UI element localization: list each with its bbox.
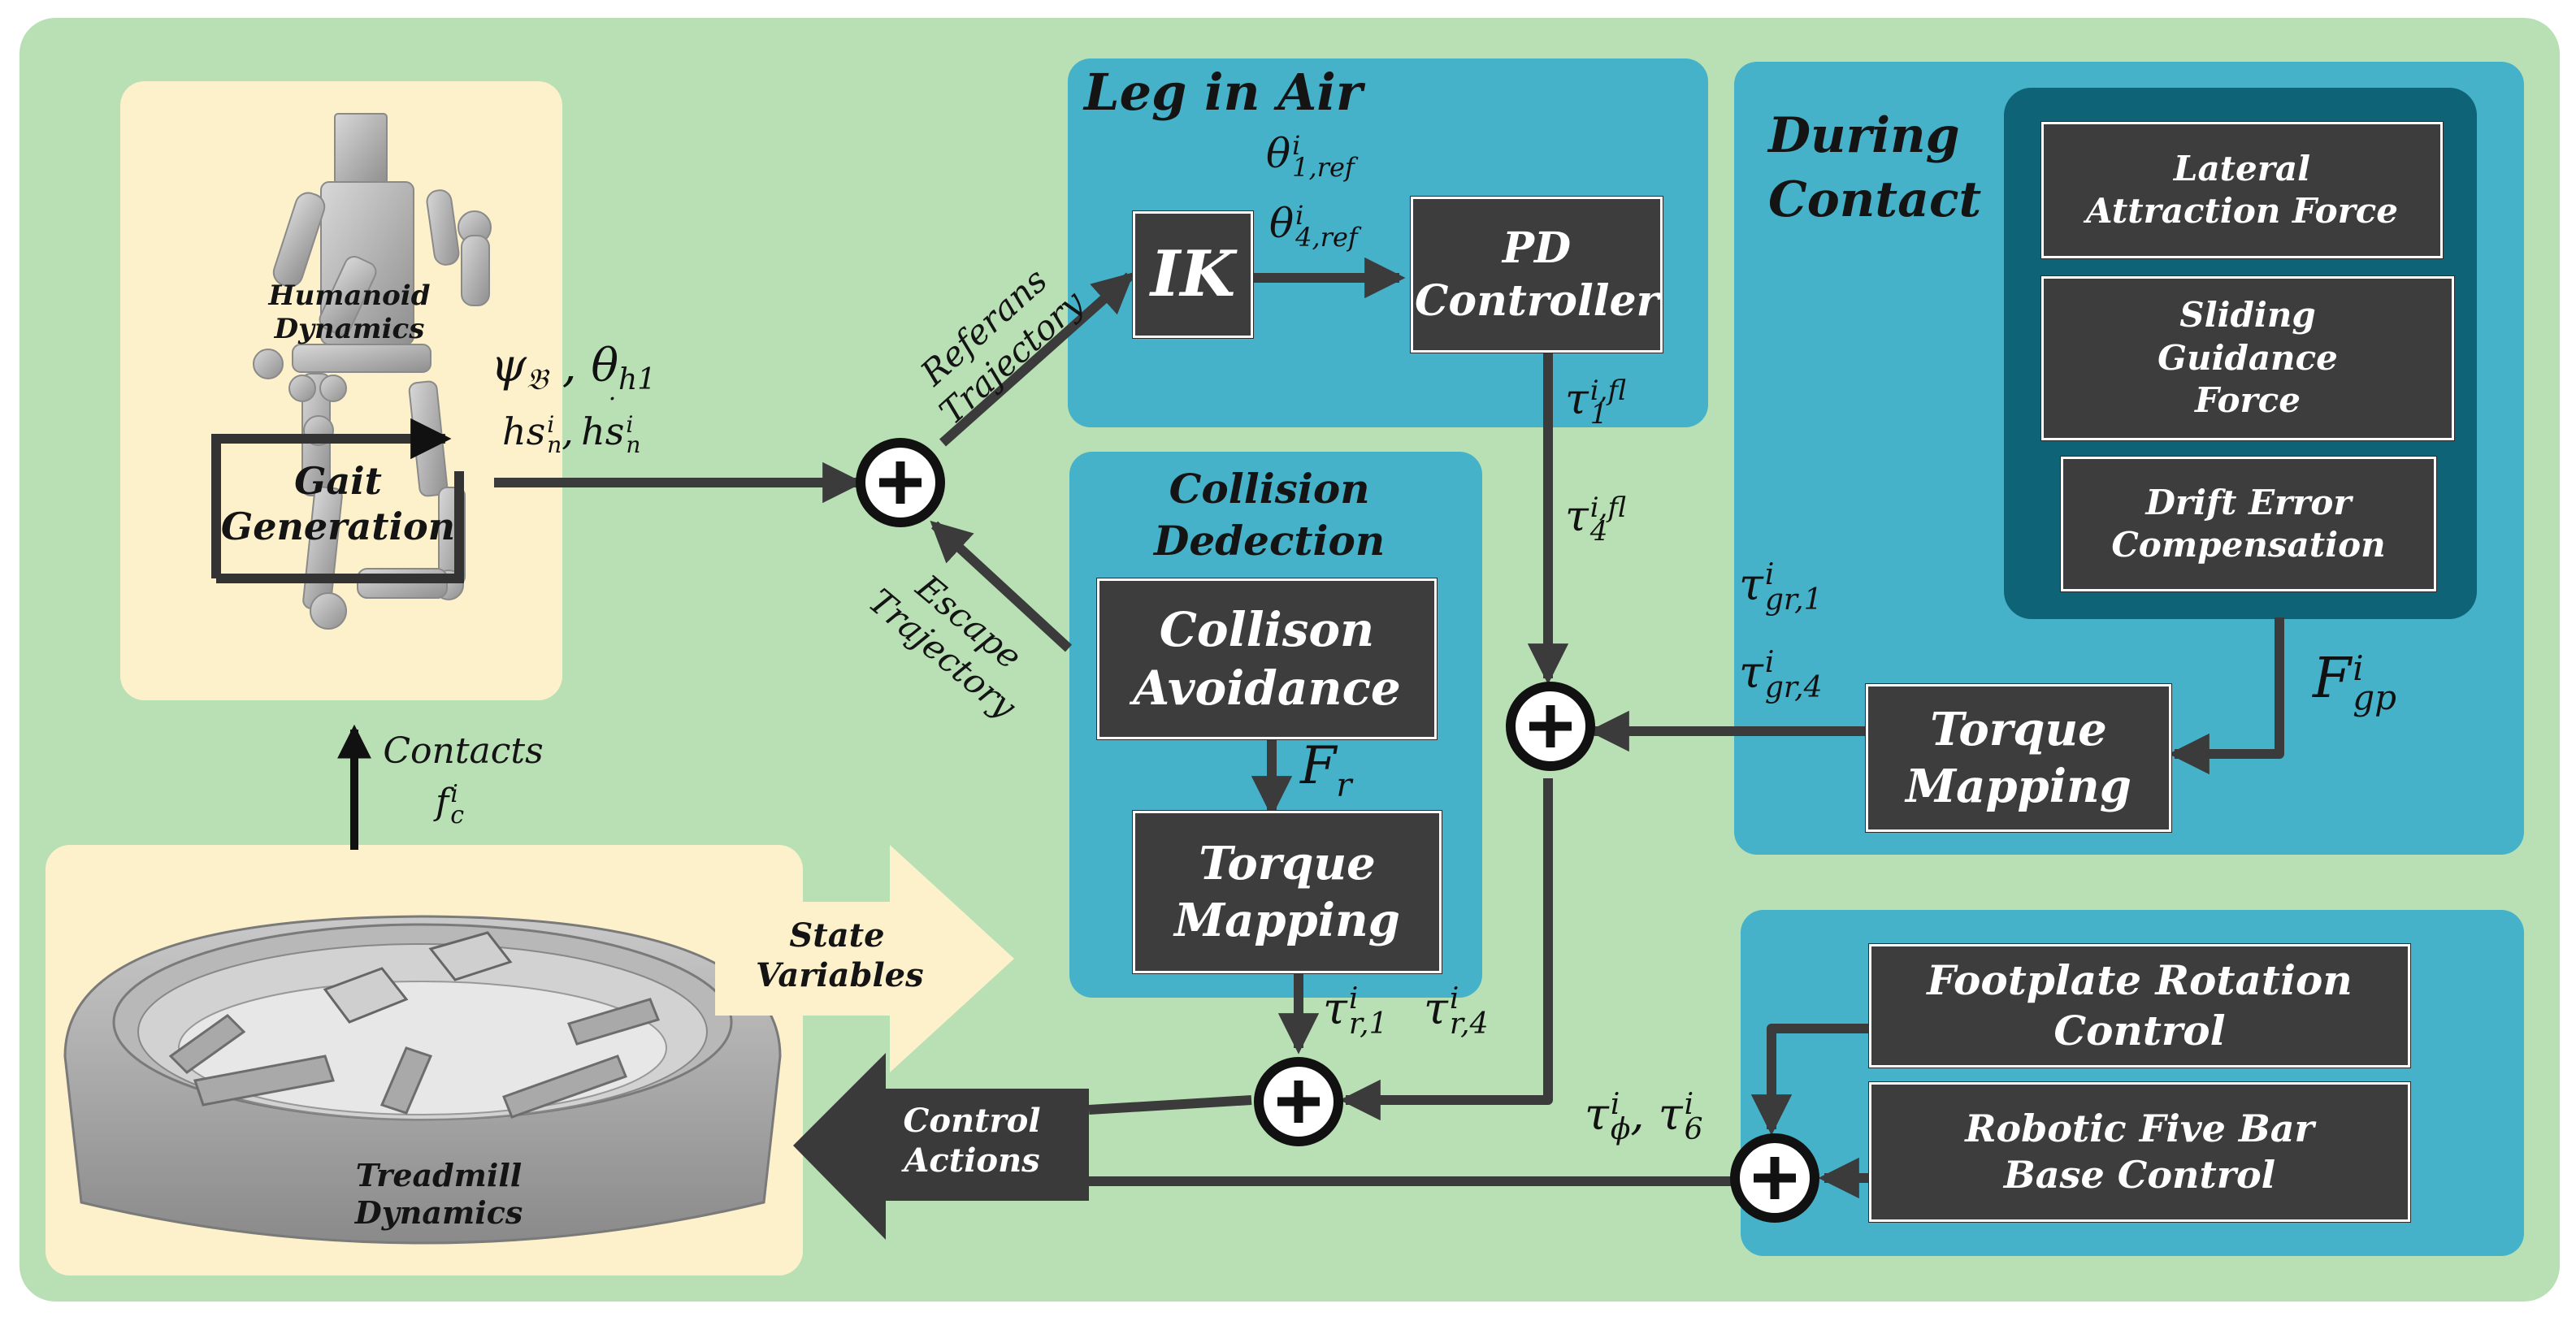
state-variables-arrow bbox=[715, 845, 1014, 1072]
treadmill-illustration bbox=[63, 915, 782, 1245]
escape-trajectory-arrow bbox=[930, 520, 1073, 652]
ik-block: IK bbox=[1133, 211, 1253, 338]
pd-controller-block: PD Controller bbox=[1411, 197, 1663, 353]
forces-to-torque-mapping-arrow bbox=[2168, 617, 2284, 775]
summing-junction-2 bbox=[1506, 682, 1595, 771]
leg-in-air-title: Leg in Air bbox=[1084, 63, 1363, 122]
psi-theta-label: ψ𝔅 , θh1 bbox=[491, 340, 657, 396]
state-variables-label: State Variables bbox=[756, 916, 924, 994]
drift-error-compensation-block: Drift Error Compensation bbox=[2061, 457, 2436, 591]
during-contact-title: During Contact bbox=[1768, 107, 1982, 229]
contacts-label: Contacts bbox=[383, 730, 544, 772]
summing-junction-1 bbox=[856, 438, 945, 527]
treadmill-dynamics-label: Treadmill Dynamics bbox=[354, 1157, 523, 1232]
lateral-attraction-force-block: Lateral Attraction Force bbox=[2041, 122, 2443, 258]
collision-avoidance-block: Collison Avoidance bbox=[1097, 578, 1437, 739]
control-actions-arrow bbox=[793, 1053, 1089, 1240]
control-actions-label: Control Actions bbox=[903, 1102, 1041, 1180]
footplate-to-sum4-arrow bbox=[1750, 1024, 1869, 1136]
footplate-rotation-control-block: Footplate Rotation Control bbox=[1869, 944, 2410, 1068]
sum3-to-control-actions bbox=[1088, 1095, 1252, 1115]
robotic-five-bar-base-control-block: Robotic Five Bar Base Control bbox=[1869, 1082, 2410, 1222]
reference-trajectory-arrow bbox=[939, 271, 1134, 447]
gait-generation-box bbox=[211, 434, 464, 583]
humanoid-dynamics-label: Humanoid Dynamics bbox=[268, 279, 431, 346]
summing-junction-3 bbox=[1254, 1057, 1343, 1146]
summing-junction-4 bbox=[1730, 1133, 1819, 1223]
gait-generation-label: Gait Generation bbox=[220, 459, 456, 549]
sliding-guidance-force-block: Sliding Guidance Force bbox=[2041, 276, 2454, 440]
f-r-label: Fr bbox=[1300, 736, 1352, 804]
torque-mapping-contact-block: Torque Mapping bbox=[1866, 684, 2171, 832]
torque-mapping-collision-block: Torque Mapping bbox=[1133, 811, 1442, 973]
collision-detection-title: Collision Dedection bbox=[1154, 465, 1386, 565]
sum2-to-sum3-arrow bbox=[1339, 778, 1553, 1121]
